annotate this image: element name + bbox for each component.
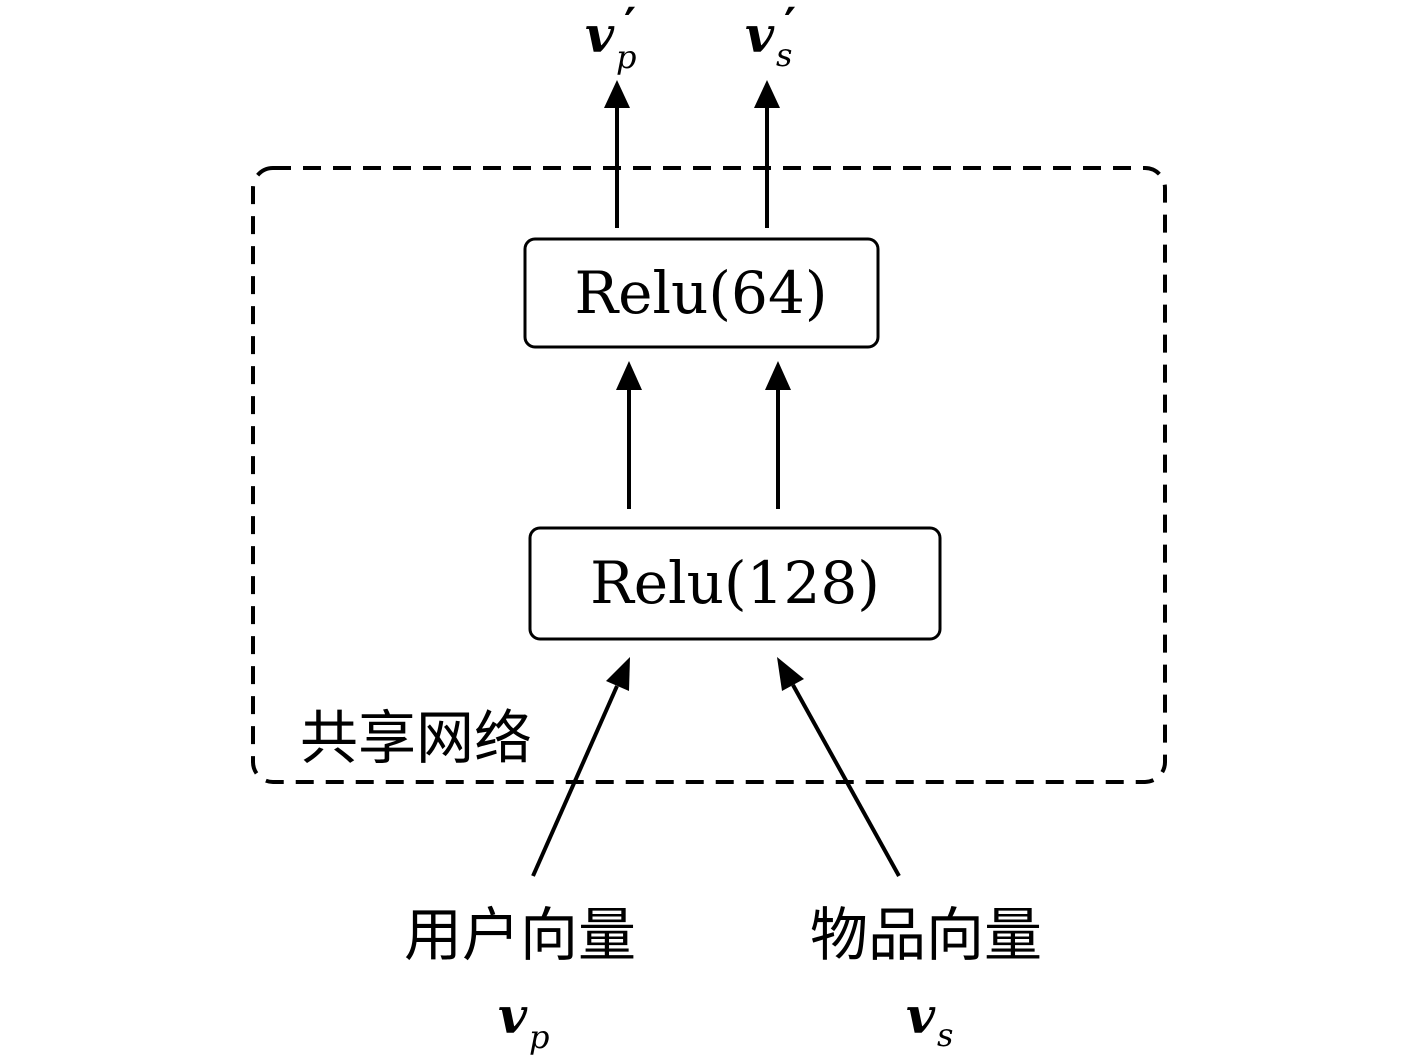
svg-text:s: s bbox=[776, 36, 792, 74]
layer-relu-64-box bbox=[523, 237, 880, 349]
svg-text:′: ′ bbox=[784, 0, 796, 51]
svg-text:s: s bbox=[937, 1016, 953, 1054]
svg-text:p: p bbox=[616, 38, 636, 76]
svg-text:v: v bbox=[745, 5, 775, 64]
output-var-item: v s ′ bbox=[745, 0, 796, 74]
svg-text:p: p bbox=[529, 1018, 549, 1056]
layer-relu-128-label: Relu(128) bbox=[590, 549, 880, 617]
output-var-user: v p ′ bbox=[585, 0, 636, 76]
input-label-user: 用户向量 bbox=[404, 901, 636, 969]
input-arrow-item bbox=[777, 657, 901, 877]
svg-text:v: v bbox=[585, 5, 615, 64]
input-var-user: v p bbox=[498, 986, 549, 1056]
svg-text:′: ′ bbox=[624, 0, 636, 51]
layer-relu-64: Relu(64) bbox=[523, 237, 880, 349]
input-label-item: 物品向量 bbox=[810, 901, 1042, 969]
layer-relu-128: Relu(128) bbox=[528, 526, 942, 641]
layer-relu-64-label: Relu(64) bbox=[575, 259, 828, 327]
layer-relu-128-box bbox=[528, 526, 942, 641]
middle-arrow-user bbox=[616, 361, 642, 509]
input-arrow-user bbox=[531, 657, 630, 877]
svg-text:v: v bbox=[498, 986, 528, 1045]
shared-network-boundary bbox=[251, 166, 1167, 784]
output-arrow-item bbox=[754, 80, 780, 228]
svg-text:v: v bbox=[906, 986, 936, 1045]
middle-arrow-item bbox=[765, 361, 791, 509]
input-var-item: v s bbox=[906, 986, 953, 1054]
shared-network-label: 共享网络 bbox=[300, 704, 532, 772]
output-arrow-user bbox=[604, 80, 630, 228]
